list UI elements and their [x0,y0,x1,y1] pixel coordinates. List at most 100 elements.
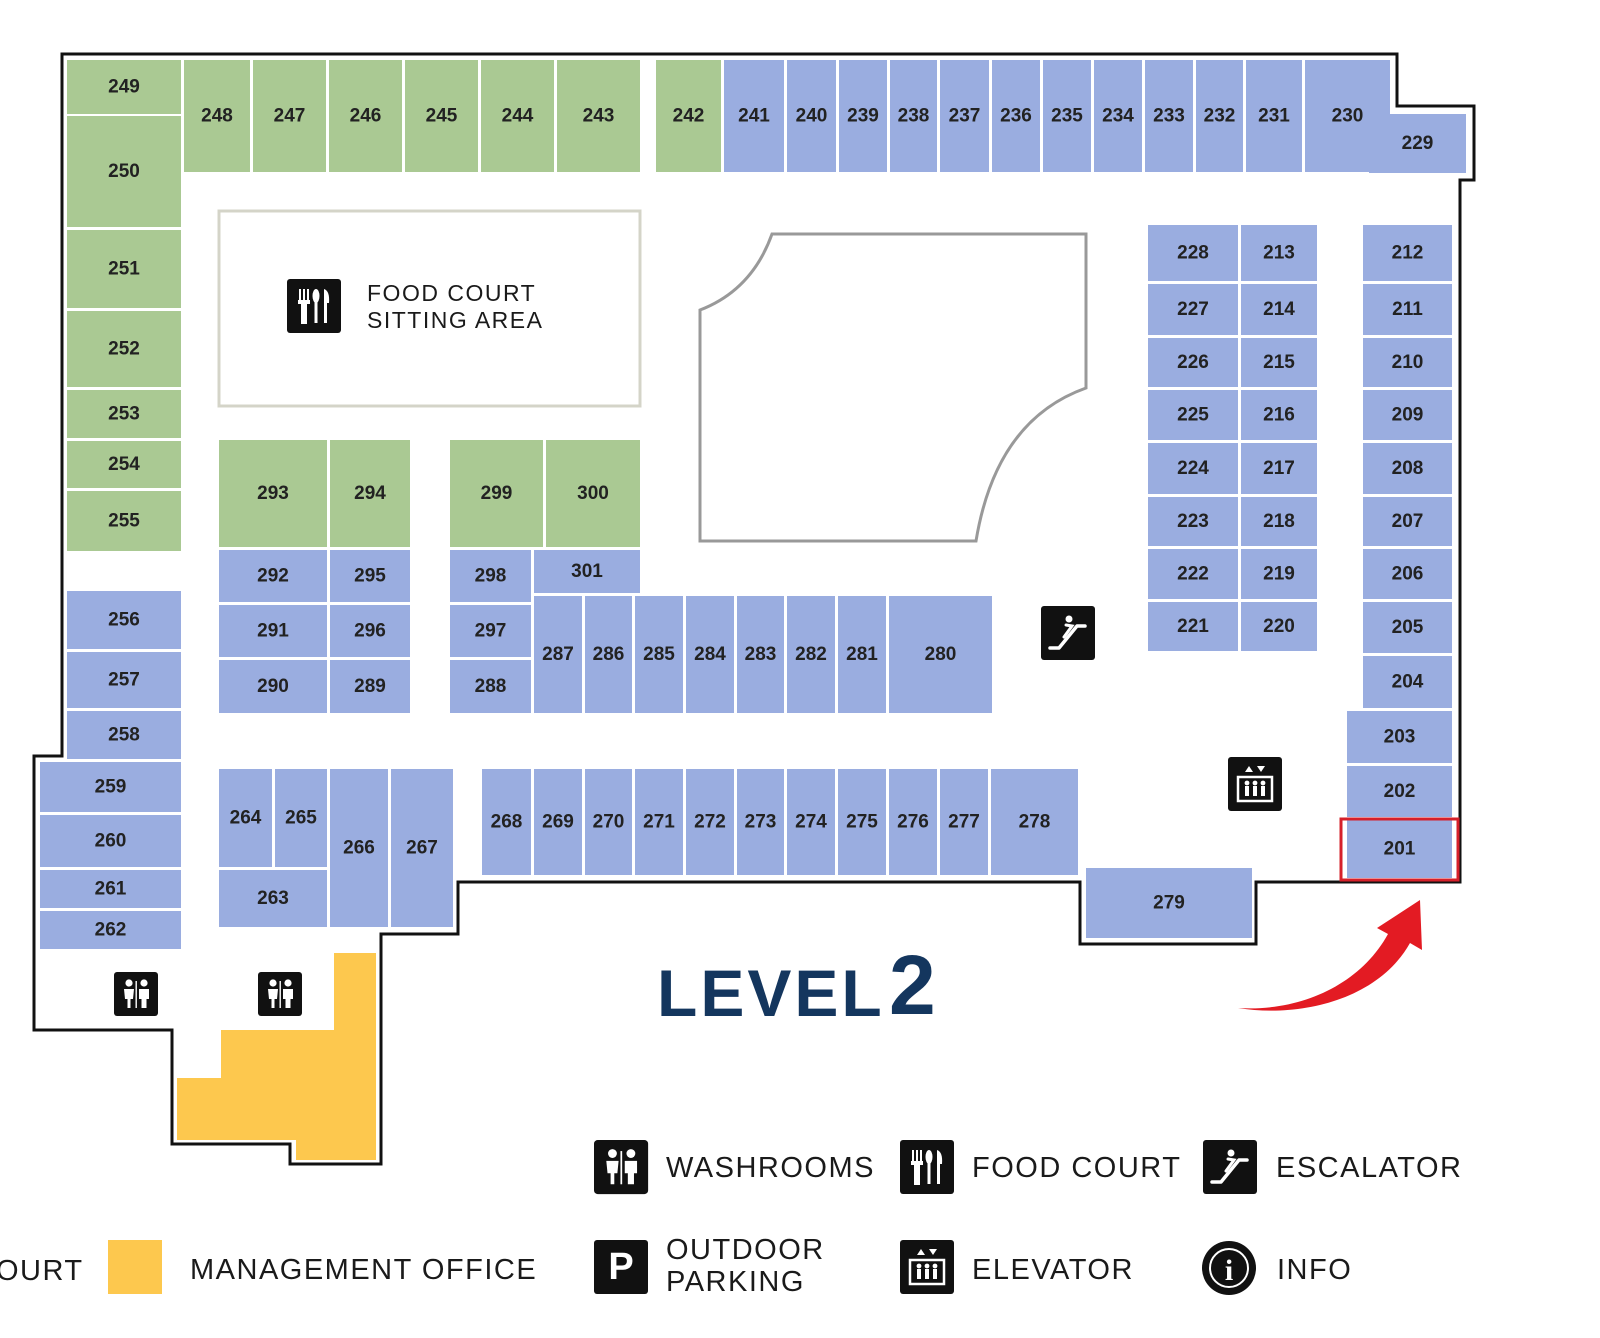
unit-231[interactable] [1246,60,1302,172]
unit-208[interactable] [1363,443,1452,494]
unit-259[interactable] [40,762,181,812]
unit-256[interactable] [67,591,181,649]
unit-288[interactable] [450,660,531,713]
unit-261[interactable] [40,870,181,908]
unit-252[interactable] [67,311,181,387]
unit-267[interactable] [391,769,453,927]
unit-246[interactable] [329,60,402,172]
unit-209[interactable] [1363,390,1452,440]
unit-268[interactable] [482,769,531,875]
unit-281[interactable] [838,596,886,713]
unit-206[interactable] [1363,549,1452,599]
unit-289[interactable] [330,660,410,713]
unit-237[interactable] [940,60,989,172]
unit-244[interactable] [481,60,554,172]
unit-265[interactable] [275,769,327,867]
unit-211[interactable] [1363,284,1452,335]
unit-229[interactable] [1369,114,1466,173]
unit-201[interactable] [1347,820,1452,878]
unit-299[interactable] [450,440,543,547]
unit-235[interactable] [1043,60,1091,172]
unit-278[interactable] [991,769,1078,875]
unit-301[interactable] [534,550,640,593]
management-office-area[interactable] [177,953,376,1160]
unit-242[interactable] [656,60,721,172]
unit-212[interactable] [1363,225,1452,281]
unit-271[interactable] [635,769,683,875]
unit-274[interactable] [787,769,835,875]
unit-295[interactable] [330,550,410,602]
unit-254[interactable] [67,441,181,488]
unit-215[interactable] [1241,338,1317,387]
unit-205[interactable] [1363,602,1452,653]
unit-223[interactable] [1148,497,1238,546]
unit-276[interactable] [889,769,937,875]
unit-285[interactable] [635,596,683,713]
unit-245[interactable] [405,60,478,172]
unit-286[interactable] [585,596,632,713]
unit-257[interactable] [67,652,181,708]
unit-275[interactable] [838,769,886,875]
unit-213[interactable] [1241,225,1317,281]
unit-249[interactable] [67,60,181,114]
unit-247[interactable] [253,60,326,172]
unit-277[interactable] [940,769,988,875]
unit-298[interactable] [450,550,531,602]
unit-290[interactable] [219,660,327,713]
unit-263[interactable] [219,870,327,927]
unit-282[interactable] [787,596,835,713]
unit-273[interactable] [737,769,784,875]
unit-222[interactable] [1148,549,1238,599]
unit-241[interactable] [724,60,784,172]
unit-233[interactable] [1145,60,1193,172]
unit-270[interactable] [585,769,632,875]
unit-260[interactable] [40,815,181,867]
unit-253[interactable] [67,390,181,438]
unit-207[interactable] [1363,497,1452,546]
unit-291[interactable] [219,605,327,657]
unit-248[interactable] [184,60,250,172]
unit-219[interactable] [1241,549,1317,599]
unit-225[interactable] [1148,390,1238,440]
unit-202[interactable] [1347,766,1452,817]
unit-266[interactable] [330,769,388,927]
unit-264[interactable] [219,769,272,867]
unit-251[interactable] [67,230,181,308]
unit-224[interactable] [1148,443,1238,494]
unit-300[interactable] [546,440,640,547]
unit-284[interactable] [686,596,734,713]
unit-238[interactable] [890,60,937,172]
unit-236[interactable] [992,60,1040,172]
unit-280[interactable] [889,596,992,713]
unit-239[interactable] [839,60,887,172]
unit-262[interactable] [40,911,181,949]
unit-232[interactable] [1196,60,1243,172]
unit-216[interactable] [1241,390,1317,440]
unit-234[interactable] [1094,60,1142,172]
unit-243[interactable] [557,60,640,172]
unit-283[interactable] [737,596,784,713]
unit-227[interactable] [1148,284,1238,335]
unit-217[interactable] [1241,443,1317,494]
unit-210[interactable] [1363,338,1452,387]
unit-269[interactable] [534,769,582,875]
unit-296[interactable] [330,605,410,657]
unit-203[interactable] [1347,711,1452,763]
unit-272[interactable] [686,769,734,875]
unit-228[interactable] [1148,225,1238,281]
unit-220[interactable] [1241,602,1317,651]
unit-258[interactable] [67,711,181,759]
unit-226[interactable] [1148,338,1238,387]
unit-255[interactable] [67,491,181,551]
unit-293[interactable] [219,440,327,547]
unit-287[interactable] [534,596,582,713]
unit-297[interactable] [450,605,531,657]
unit-221[interactable] [1148,602,1238,651]
unit-279[interactable] [1086,868,1252,938]
unit-294[interactable] [330,440,410,547]
unit-250[interactable] [67,116,181,227]
unit-204[interactable] [1363,656,1452,708]
unit-218[interactable] [1241,497,1317,546]
unit-292[interactable] [219,550,327,602]
unit-214[interactable] [1241,284,1317,335]
